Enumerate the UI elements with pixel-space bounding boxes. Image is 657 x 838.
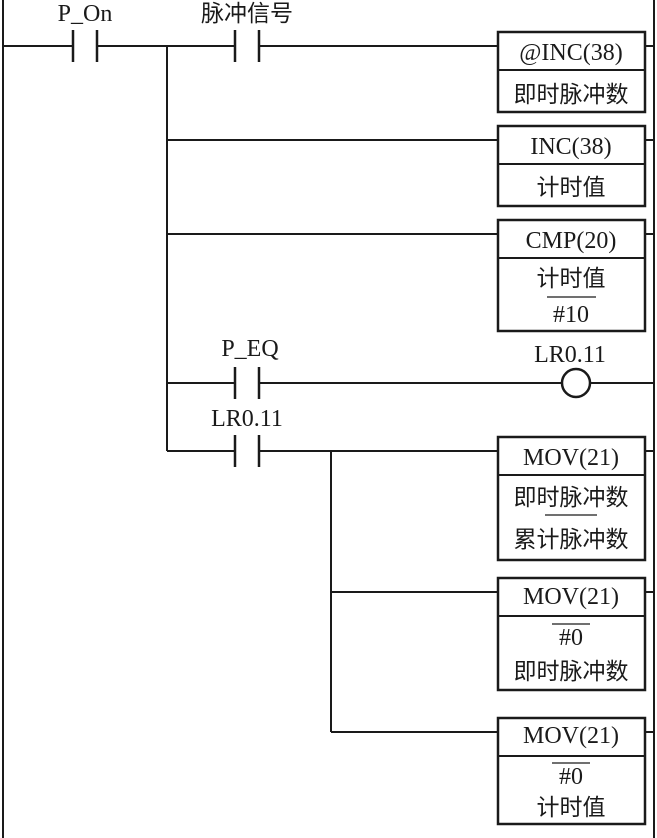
block-opcode: INC(38): [530, 134, 611, 160]
block-operand: 计时值: [537, 266, 606, 292]
block-opcode: MOV(21): [523, 584, 619, 610]
contact-pulse-signal: [233, 30, 261, 62]
instruction-block-cmp: CMP(20) 计时值 #10: [496, 218, 647, 333]
contact-lr-label: LR0.11: [211, 406, 283, 432]
instruction-block-mov-2: MOV(21) #0 即时脉冲数: [496, 576, 647, 692]
block-operand: #10: [553, 302, 589, 328]
block-operand: #0: [559, 764, 583, 790]
block-opcode: MOV(21): [523, 445, 619, 471]
instruction-block-inc: INC(38) 计时值: [496, 124, 647, 208]
contact-p-on: [71, 30, 99, 62]
block-opcode: @INC(38): [519, 40, 622, 66]
coil-lr0-11: [560, 367, 592, 399]
instruction-block-inc-at: @INC(38) 即时脉冲数: [496, 30, 647, 114]
block-opcode: MOV(21): [523, 723, 619, 749]
block-operand: #0: [559, 625, 583, 651]
block-opcode: CMP(20): [526, 228, 617, 254]
coil-label: LR0.11: [534, 342, 606, 368]
instruction-block-mov-3: MOV(21) #0 计时值: [496, 716, 647, 826]
contact-p-on-label: P_On: [58, 1, 113, 27]
block-operand: 即时脉冲数: [514, 82, 629, 108]
block-operand: 计时值: [537, 175, 606, 201]
instruction-block-mov-1: MOV(21) 即时脉冲数 累计脉冲数: [496, 435, 647, 562]
block-operand: 即时脉冲数: [514, 659, 629, 685]
block-operand: 累计脉冲数: [514, 527, 629, 553]
block-operand: 计时值: [537, 795, 606, 821]
contact-p-eq-label: P_EQ: [221, 336, 278, 362]
contact-pulse-signal-label: 脉冲信号: [201, 1, 293, 27]
block-operand: 即时脉冲数: [514, 485, 629, 511]
contact-lr0-11: [233, 435, 261, 467]
contact-p-eq: [233, 367, 261, 399]
